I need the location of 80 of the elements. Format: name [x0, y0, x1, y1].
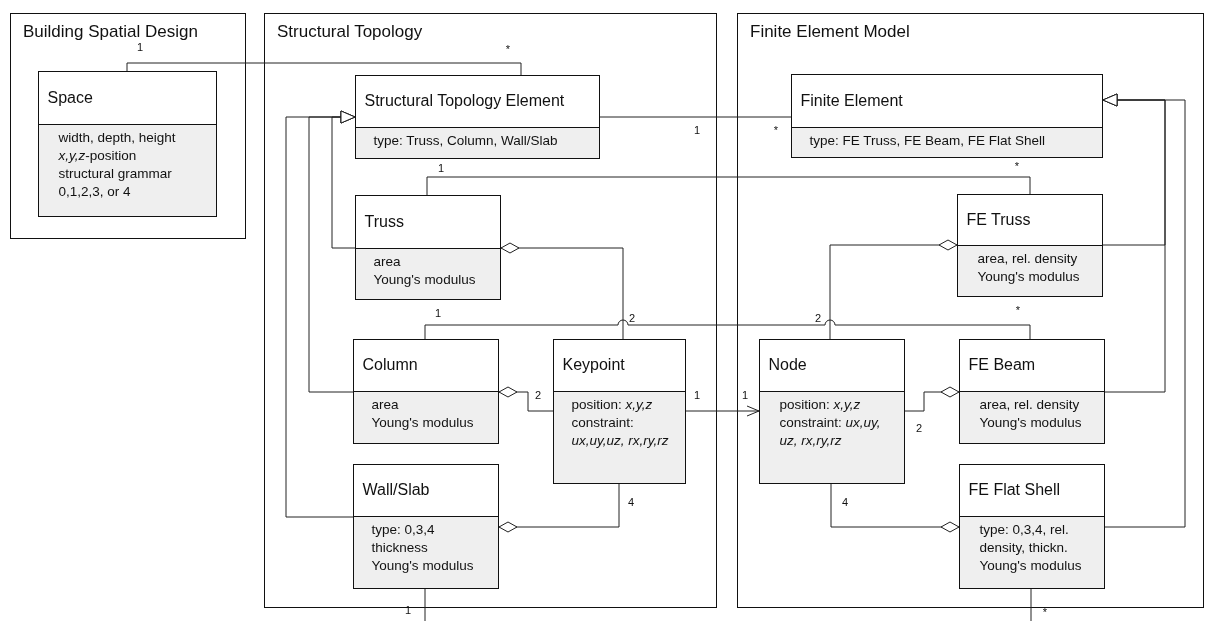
- multiplicity-label: *: [1014, 160, 1020, 172]
- class-name: Structural Topology Element: [364, 92, 565, 110]
- class-name: Wall/Slab: [362, 481, 430, 499]
- multiplicity-label: 2: [915, 422, 923, 434]
- class-box: [37, 70, 217, 217]
- class-name: Node: [768, 356, 807, 374]
- class-name: Column: [362, 356, 418, 374]
- attribute-text: x,y,z-position: [58, 147, 138, 165]
- attribute-text: type: 0,3,4, rel. density, thickn.: [979, 521, 1070, 557]
- multiplicity-label: 2: [628, 312, 636, 324]
- package-frame: [737, 13, 1204, 608]
- attribute-text: area, rel. density: [977, 250, 1079, 268]
- attribute-text: position: x,y,z: [571, 396, 654, 414]
- aggregation-line: [829, 239, 958, 340]
- aggregation-line: [830, 483, 960, 533]
- class-box: [354, 194, 501, 300]
- attribute-text: position: x,y,z: [779, 396, 862, 414]
- class-name: Keypoint: [562, 356, 625, 374]
- class-box: [354, 74, 600, 159]
- multiplicity-label: *: [1015, 304, 1021, 316]
- multiplicity-label: *: [773, 124, 779, 136]
- attribute-text: area, rel. density: [979, 396, 1081, 414]
- attribute-text: structural grammar 0,1,2,3, or 4: [58, 165, 173, 201]
- association-line: [424, 588, 426, 621]
- class-box: [958, 338, 1105, 444]
- attribute-text: area: [371, 396, 400, 414]
- package-frame: [264, 13, 717, 608]
- class-box: [552, 338, 686, 484]
- attribute-text: Young's modulus: [979, 414, 1083, 432]
- attribute-text: type: FE Truss, FE Beam, FE Flat Shell: [809, 132, 1047, 150]
- multiplicity-label: *: [505, 43, 511, 55]
- generalization-arrow: [285, 110, 356, 518]
- multiplicity-label: 1: [437, 162, 445, 174]
- attribute-text: constraint: ux,uy, uz, rx,ry,rz: [779, 414, 882, 450]
- class-name: FE Flat Shell: [968, 481, 1061, 499]
- attribute-text: type: 0,3,4: [371, 521, 436, 539]
- aggregation-line: [498, 483, 620, 533]
- attribute-text: width, depth, height: [58, 129, 177, 147]
- multiplicity-label: 2: [534, 389, 542, 401]
- association-line: [426, 176, 1031, 196]
- class-box: [956, 193, 1103, 297]
- class-name: Truss: [364, 212, 404, 231]
- class-name: Space: [47, 88, 93, 107]
- multiplicity-label: 4: [841, 496, 849, 508]
- class-name: FE Beam: [968, 356, 1036, 374]
- package-title: Building Spatial Design: [23, 22, 198, 42]
- aggregation-line: [500, 242, 624, 340]
- attribute-text: constraint: ux,uy,uz, rx,ry,rz: [571, 414, 670, 450]
- package-title: Structural Topology: [277, 22, 423, 42]
- association-line: [599, 116, 792, 118]
- association-line: [126, 62, 522, 76]
- association-line: [1030, 588, 1032, 621]
- association-arrow: [685, 405, 760, 417]
- attribute-text: Young's modulus: [979, 557, 1083, 575]
- multiplicity-label: 1: [693, 124, 701, 136]
- class-name: Finite Element: [800, 91, 903, 110]
- attribute-text: Young's modulus: [371, 557, 475, 575]
- multiplicity-label: *: [1042, 606, 1048, 618]
- attribute-text: Young's modulus: [977, 268, 1081, 286]
- multiplicity-label: 4: [627, 496, 635, 508]
- multiplicity-label: 2: [814, 312, 822, 324]
- attribute-text: Young's modulus: [371, 414, 475, 432]
- attribute-text: type: Truss, Column, Wall/Slab: [373, 132, 559, 150]
- class-box: [958, 463, 1105, 589]
- attribute-text: Young's modulus: [373, 271, 477, 289]
- attribute-text: thickness: [371, 539, 429, 557]
- class-name: FE Truss: [966, 210, 1031, 229]
- generalization-arrow: [1102, 93, 1186, 528]
- class-box: [758, 338, 905, 484]
- multiplicity-label: 1: [741, 389, 749, 401]
- aggregation-line: [904, 386, 960, 412]
- package-title: Finite Element Model: [750, 22, 910, 42]
- class-box: [352, 463, 499, 589]
- class-box: [790, 73, 1103, 158]
- class-box: [352, 338, 499, 444]
- multiplicity-label: 1: [136, 41, 144, 53]
- package-frame: [10, 13, 246, 239]
- aggregation-line: [498, 386, 554, 412]
- attribute-text: area: [373, 253, 402, 271]
- multiplicity-label: 1: [434, 307, 442, 319]
